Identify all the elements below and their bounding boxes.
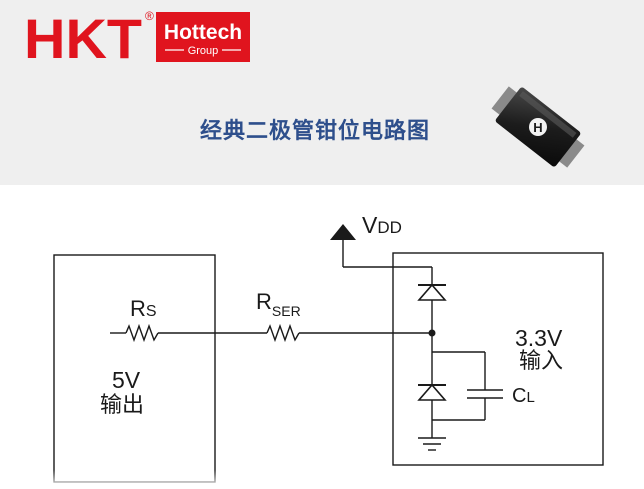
lower-diode [417, 383, 447, 401]
output-voltage-label: 5V [112, 367, 141, 393]
vdd-label: VDD [362, 212, 402, 238]
junction-dot [428, 329, 436, 337]
chip-logo-circle [529, 118, 547, 136]
rs-resistor [125, 323, 159, 343]
vdd-arrow-icon [330, 224, 356, 240]
logo-sub: Group [188, 45, 219, 57]
tvs-diode-package-icon: H [491, 86, 585, 168]
input-text-label: 输入 [519, 349, 563, 374]
input-voltage-label: 3.3V [515, 325, 563, 351]
edge-fade-left [0, 400, 14, 489]
rser-resistor [266, 323, 300, 343]
rs-label: RS [130, 296, 157, 321]
output-text-label: 输出 [100, 393, 144, 418]
page-title: 经典二极管钳位电路图 [199, 119, 430, 144]
edge-fade-bottom [0, 470, 644, 489]
input-block [392, 252, 604, 466]
header-banner [0, 0, 644, 185]
logo-badge [156, 12, 250, 62]
logo-brand: Hottech [164, 21, 242, 44]
rser-label: RSER [256, 289, 301, 319]
clamp-circuit-diagram: VDD RS RSER 5V 输出 3.3V 输入 CL [53, 212, 604, 483]
logo-registered: ® [145, 9, 154, 23]
circuit-area [0, 185, 644, 489]
logo-mark: HKT [24, 7, 142, 64]
hkt-logo: HKT ® Hottech Group [24, 7, 250, 64]
upper-diode [417, 283, 447, 301]
cl-label: CL [512, 385, 535, 407]
chip-mark: H [533, 120, 542, 135]
